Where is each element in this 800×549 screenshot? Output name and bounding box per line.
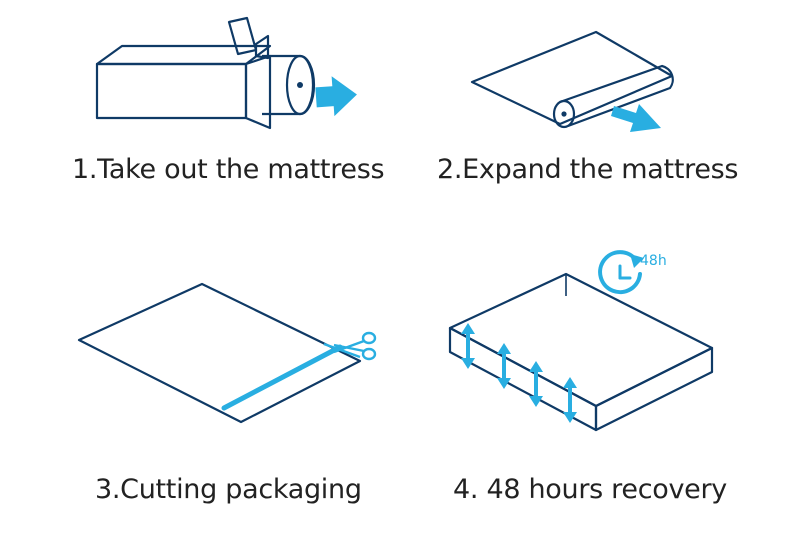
box-flap-top [227,16,258,56]
packaging-sheet [77,282,362,424]
move-right-arrow-icon [315,76,357,117]
scissors-cutting-film-icon [77,282,377,424]
step-1-illustration [95,16,357,130]
unrolling-mattress-icon [470,30,674,132]
roll-end [552,99,576,129]
expand-arrows-icon [461,323,577,423]
double-arrow-2 [497,343,511,389]
scissors-icon [333,331,377,361]
expanding-mattress-icon: 48h [448,250,714,432]
step-3-illustration [77,282,377,424]
step-4-caption: 4. 48 hours recovery [453,474,727,505]
clock-label: 48h [640,253,667,269]
double-arrow-1 [461,323,475,369]
cut-guide [323,342,361,359]
move-down-right-arrow-icon [611,104,661,132]
step-1-caption: 1.Take out the mattress [72,154,385,185]
step-2-caption: 2.Expand the mattress [437,154,739,185]
cut-line [221,344,343,411]
mattress-roll-end [285,54,315,116]
box-flap-side [254,34,270,60]
double-arrow-3 [529,361,543,407]
mattress-side [594,346,714,432]
step-4-illustration: 48h [448,250,714,432]
roll-core-dot [297,82,303,88]
double-arrow-4 [563,377,577,423]
step-3-caption: 3.Cutting packaging [95,474,362,505]
box-side [244,54,272,130]
box-top [95,44,272,66]
clock-icon: 48h [598,250,667,295]
roll-body [559,64,674,128]
step-2-illustration [470,30,674,132]
mattress-top [448,272,714,408]
box-front [95,62,248,120]
box-and-rolled-mattress-icon [95,16,357,130]
roll-core-dot [561,111,567,117]
